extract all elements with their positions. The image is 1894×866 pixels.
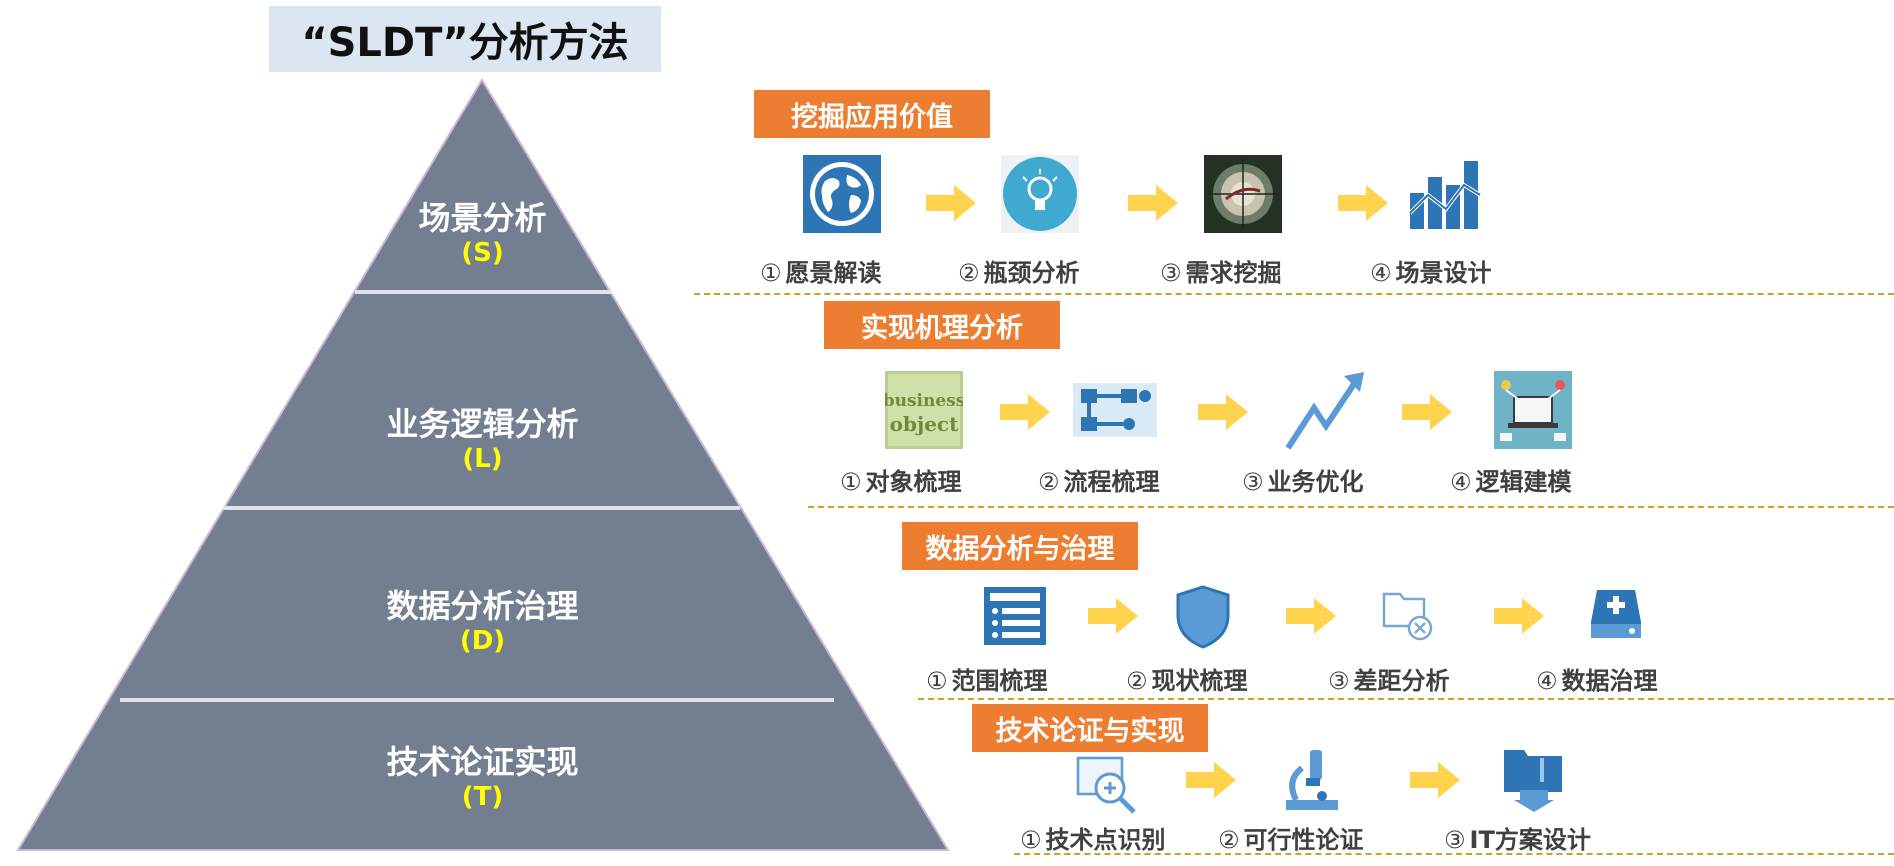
svg-text:business: business bbox=[885, 391, 963, 411]
section-divider bbox=[694, 293, 1894, 295]
target-icon bbox=[1204, 155, 1282, 233]
microscope-icon bbox=[1282, 748, 1360, 826]
pyramid-level-s: 场景分析 (S) bbox=[240, 198, 725, 268]
magnifier-icon bbox=[1076, 756, 1154, 834]
arrow-right-icon bbox=[1000, 394, 1050, 430]
list-icon bbox=[982, 585, 1060, 663]
pyramid-level-t: 技术论证实现 (T) bbox=[240, 742, 725, 812]
section-header-value: 挖掘应用价值 bbox=[754, 90, 990, 138]
section-header-data: 数据分析与治理 bbox=[902, 522, 1138, 570]
pyramid-level-code: (T) bbox=[461, 782, 504, 812]
section-divider bbox=[918, 698, 1894, 700]
pyramid-level-name: 业务逻辑分析 bbox=[386, 405, 579, 443]
folder-x-icon bbox=[1380, 586, 1458, 664]
section-divider bbox=[1014, 853, 1894, 855]
download-folder-icon bbox=[1502, 746, 1580, 824]
pyramid-level-name: 数据分析治理 bbox=[386, 587, 579, 625]
pyramid-level-l: 业务逻辑分析 (L) bbox=[240, 404, 725, 474]
flowchart-icon bbox=[1073, 371, 1157, 449]
section-header-mechanism: 实现机理分析 bbox=[824, 301, 1060, 349]
pyramid-level-code: (S) bbox=[461, 238, 504, 268]
arrow-right-icon bbox=[1186, 762, 1236, 798]
shield-icon bbox=[1176, 585, 1254, 663]
arrow-right-icon bbox=[1410, 762, 1460, 798]
section-divider bbox=[808, 506, 1894, 508]
laptop-model-icon bbox=[1494, 371, 1572, 449]
bar-chart-icon bbox=[1406, 155, 1484, 233]
pyramid-body bbox=[16, 78, 950, 851]
arrow-right-icon bbox=[1338, 185, 1388, 221]
arrow-right-icon bbox=[1128, 185, 1178, 221]
arrow-right-icon bbox=[926, 185, 976, 221]
section-header-tech: 技术论证与实现 bbox=[972, 704, 1208, 752]
business-object-icon: business object bbox=[883, 371, 965, 449]
arrow-right-icon bbox=[1088, 598, 1138, 634]
page-title: “SLDT”分析方法 bbox=[269, 6, 661, 72]
pyramid-level-code: (D) bbox=[459, 626, 506, 656]
arrow-right-icon bbox=[1198, 394, 1248, 430]
database-plus-icon bbox=[1589, 586, 1667, 664]
trend-arrow-icon bbox=[1284, 368, 1364, 450]
pyramid-level-code: (L) bbox=[462, 444, 503, 474]
arrow-right-icon bbox=[1402, 394, 1452, 430]
arrow-right-icon bbox=[1286, 598, 1336, 634]
sldt-pyramid bbox=[16, 78, 950, 851]
pyramid-level-d: 数据分析治理 (D) bbox=[240, 586, 725, 656]
pyramid-level-name: 场景分析 bbox=[418, 199, 547, 237]
pyramid-level-name: 技术论证实现 bbox=[386, 743, 579, 781]
globe-icon bbox=[803, 155, 881, 233]
svg-text:object: object bbox=[890, 412, 959, 436]
lightbulb-icon bbox=[1001, 155, 1079, 233]
arrow-right-icon bbox=[1494, 598, 1544, 634]
